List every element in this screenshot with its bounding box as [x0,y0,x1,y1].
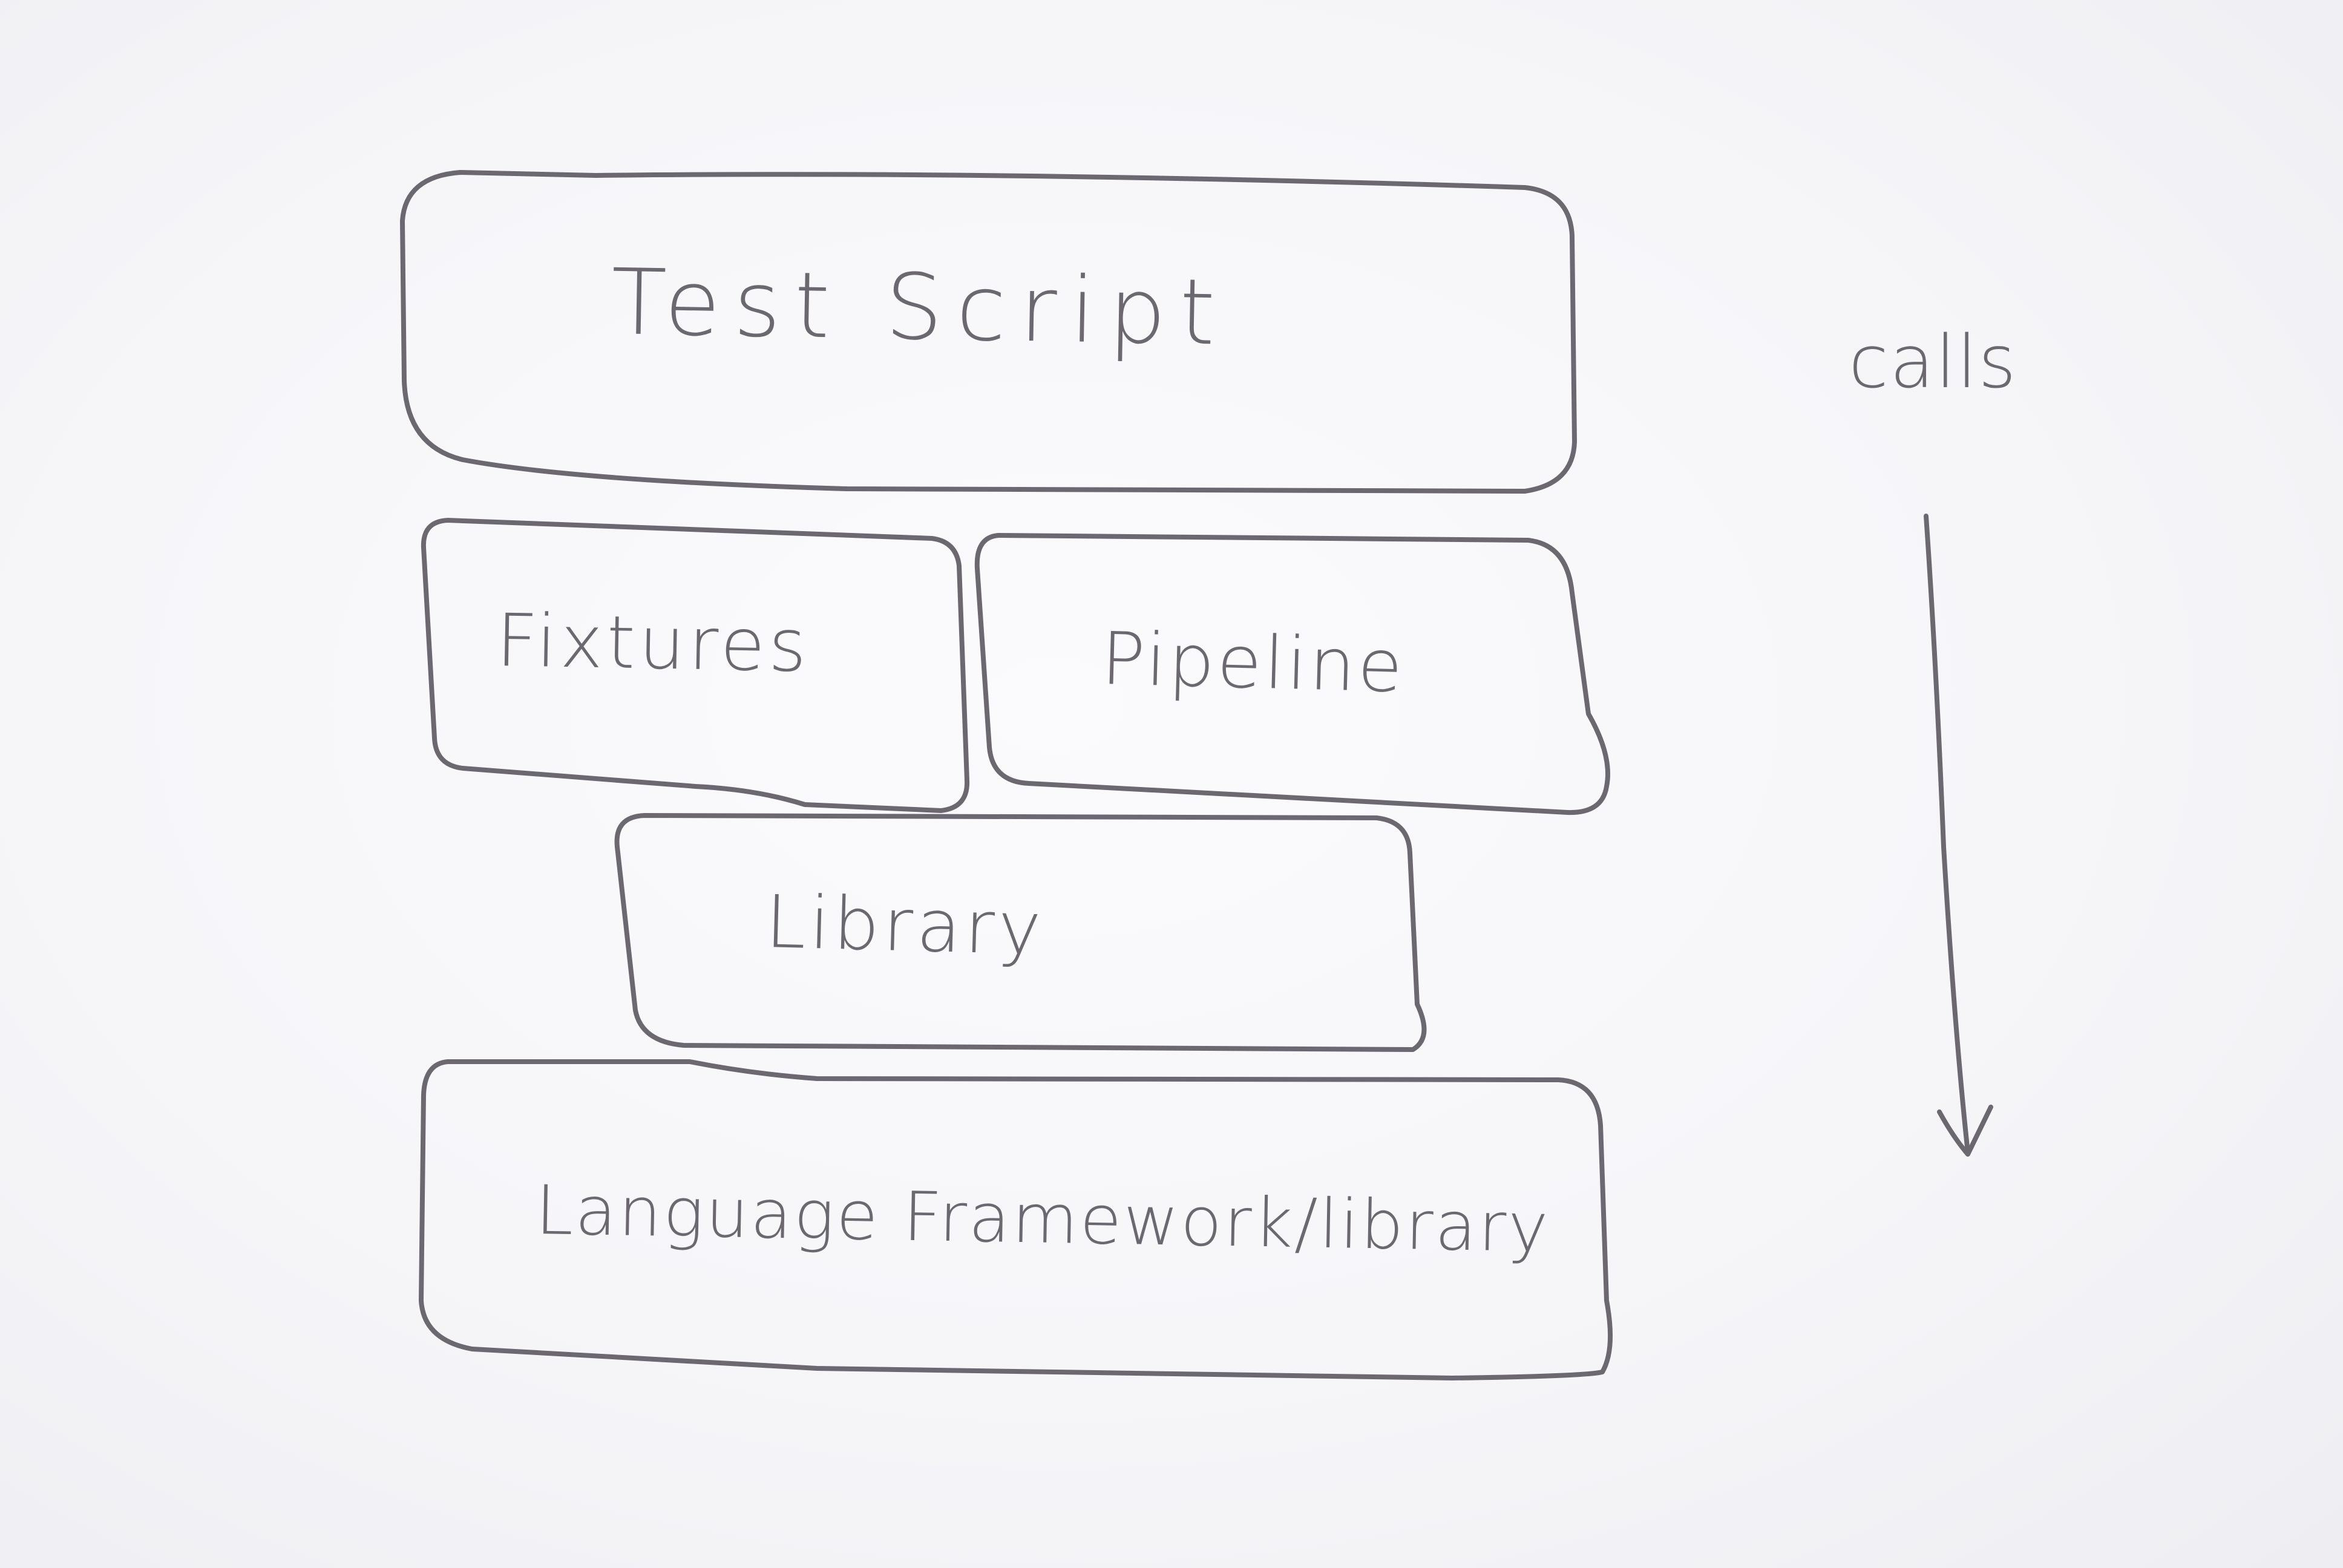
pipeline-label: Pipeline [1100,617,1406,710]
library-label: Library [764,880,1046,972]
calls-label: calls [1849,321,2017,405]
pipeline-box [974,533,1610,815]
fixtures-box [421,518,970,813]
test-script-box [400,170,1577,494]
calls-arrow [1924,514,1970,1155]
language-box [419,1059,1613,1380]
test-script-label: Test Script [610,250,1230,366]
language-framework-label: Language Framework/library [534,1171,1551,1268]
library-box [614,813,1427,1052]
fixtures-label: Fixtures [495,599,811,689]
arrow-head-icon [1937,1105,1993,1157]
